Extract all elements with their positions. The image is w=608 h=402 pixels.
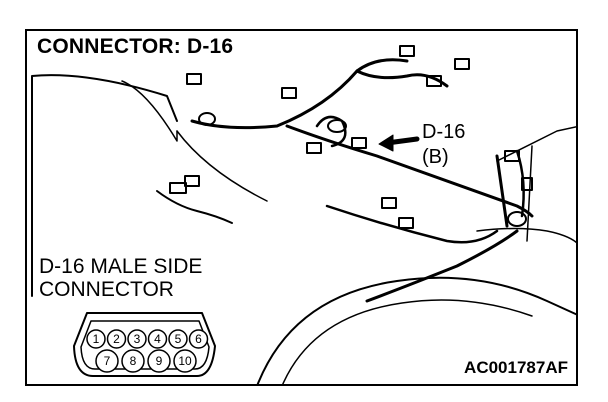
harness-right-vertical (495, 154, 509, 228)
pin-number: 4 (154, 332, 161, 346)
wheel-arch-outer (256, 276, 576, 384)
left-panel-outline (31, 74, 178, 297)
connector-block (169, 182, 187, 194)
grommet-center (327, 119, 347, 133)
pin-circle (121, 349, 145, 373)
grommet-left (198, 112, 216, 126)
connector-block (454, 58, 470, 70)
pin-number: 8 (130, 354, 137, 368)
harness-illustration (31, 45, 576, 384)
connector-block (281, 87, 297, 99)
connector-block (426, 75, 442, 87)
connector-title: CONNECTOR: D-16 (37, 35, 234, 58)
pin-circle (95, 349, 119, 373)
pin-circle (147, 329, 168, 349)
connector-block (381, 197, 397, 209)
connector-pin: 6 (188, 329, 209, 349)
pin-circle (127, 329, 147, 349)
pin-number: 5 (175, 332, 182, 346)
pin-circle (173, 349, 197, 373)
left-pillar (121, 80, 178, 142)
connector-pin: 5 (168, 329, 188, 349)
connector-pin: 10 (173, 349, 197, 373)
pillar-right (526, 145, 533, 242)
connector-block (184, 175, 200, 187)
pin-number: 10 (178, 354, 192, 368)
male-connector-inner (80, 320, 210, 370)
callout-connector-id: D-16 (422, 121, 466, 143)
connector-pin: 9 (147, 349, 171, 373)
connector-pin: 2 (106, 329, 127, 349)
harness-upper-branch (355, 69, 449, 88)
harness-to-arch (365, 229, 519, 303)
connector-block (504, 150, 520, 162)
floor-edge (176, 130, 268, 202)
male-connector-body (73, 312, 216, 377)
pin-circle (106, 329, 127, 349)
connector-pin: 1 (86, 329, 106, 349)
connector-block (186, 73, 202, 85)
callout-connector-variant: (B) (422, 146, 449, 168)
connector-block (521, 177, 533, 191)
connector-pin: 3 (127, 329, 147, 349)
harness-lower (325, 204, 499, 244)
connector-pin: 7 (95, 349, 119, 373)
figure-code: AC001787AF (464, 358, 568, 377)
pin-circle (86, 329, 106, 349)
connector-block (398, 217, 414, 229)
pin-number: 7 (104, 354, 111, 368)
d16-b-connector (351, 137, 367, 149)
pin-number: 3 (134, 332, 141, 346)
wheel-arch-inner (282, 299, 533, 384)
connector-block (306, 142, 322, 154)
right-body-edge (476, 227, 576, 244)
pin-number: 2 (113, 332, 120, 346)
pin-number: 9 (156, 354, 163, 368)
pin-number: 1 (93, 332, 100, 346)
callout-arrowhead (378, 134, 394, 152)
pin-number: 6 (195, 332, 202, 346)
grommet-right (507, 211, 527, 227)
pin-circle (168, 329, 188, 349)
pin-circle (188, 329, 209, 349)
harness-main (190, 58, 409, 130)
male-side-label-line1: D-16 MALE SIDE (39, 255, 203, 278)
connector-pin: 8 (121, 349, 145, 373)
male-side-label-line2: CONNECTOR (39, 278, 174, 301)
connector-block (399, 45, 415, 57)
harness-left-wire (156, 190, 233, 224)
pin-circle (147, 349, 171, 373)
connector-pin: 4 (147, 329, 168, 349)
